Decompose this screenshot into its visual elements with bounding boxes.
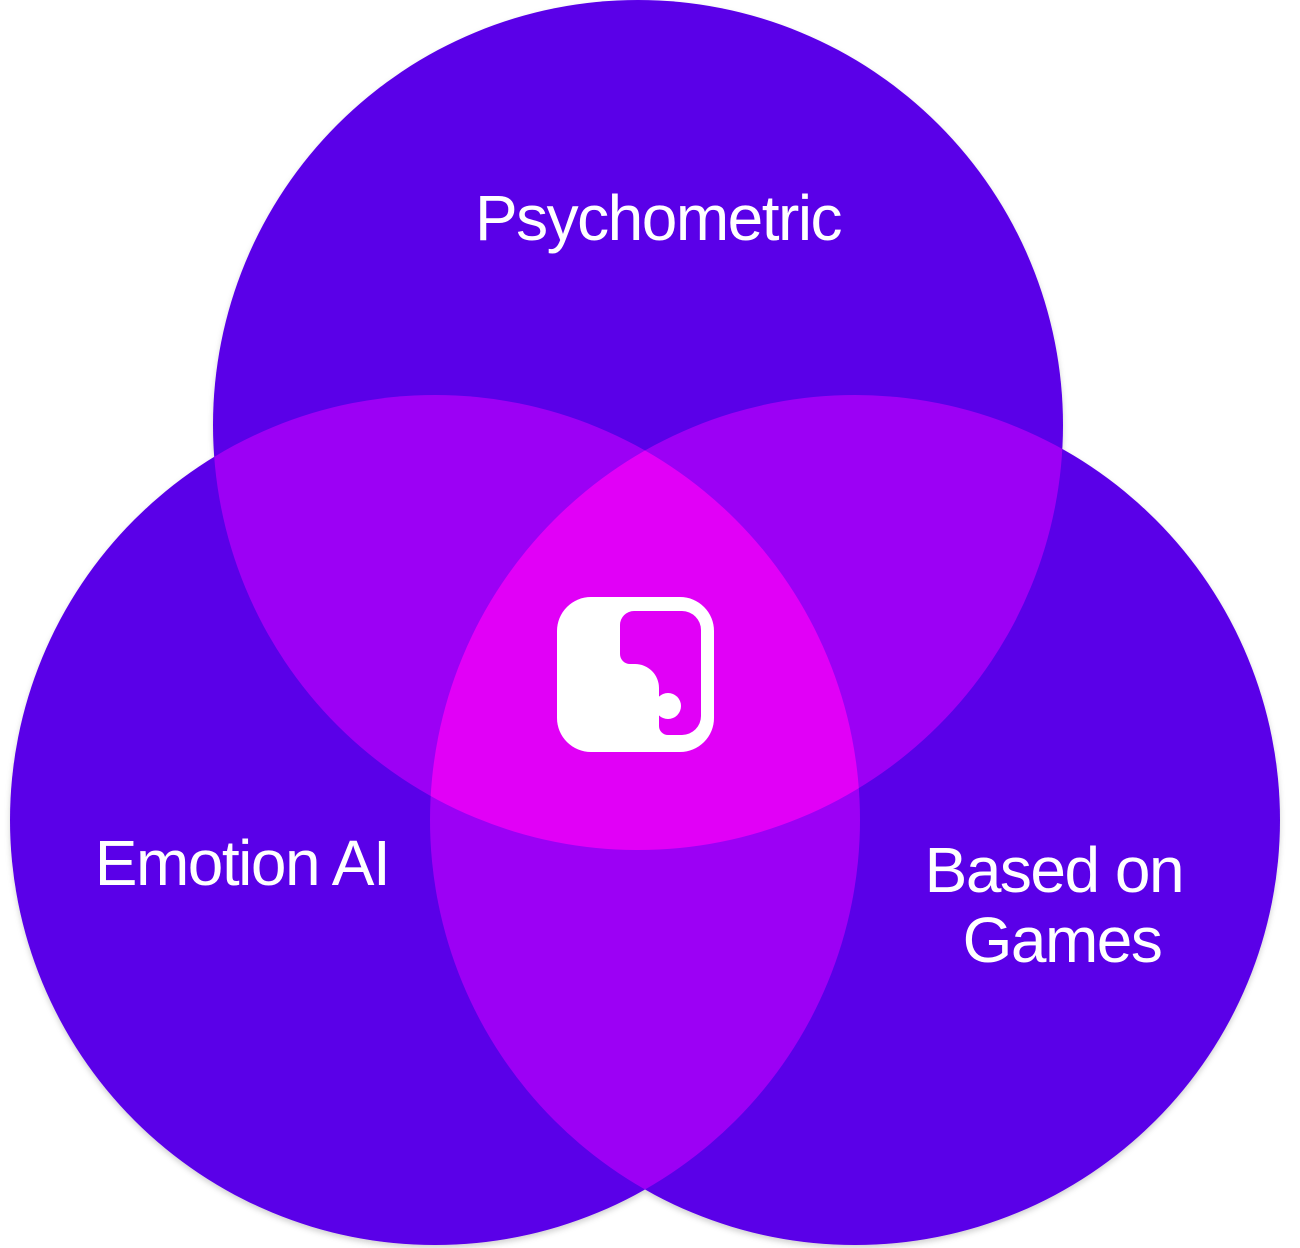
label-left: Emotion AI [95,827,390,899]
brand-logo-icon [557,597,714,752]
label-top: Psychometric [475,182,842,254]
label-right: Based on Games [925,834,1200,976]
